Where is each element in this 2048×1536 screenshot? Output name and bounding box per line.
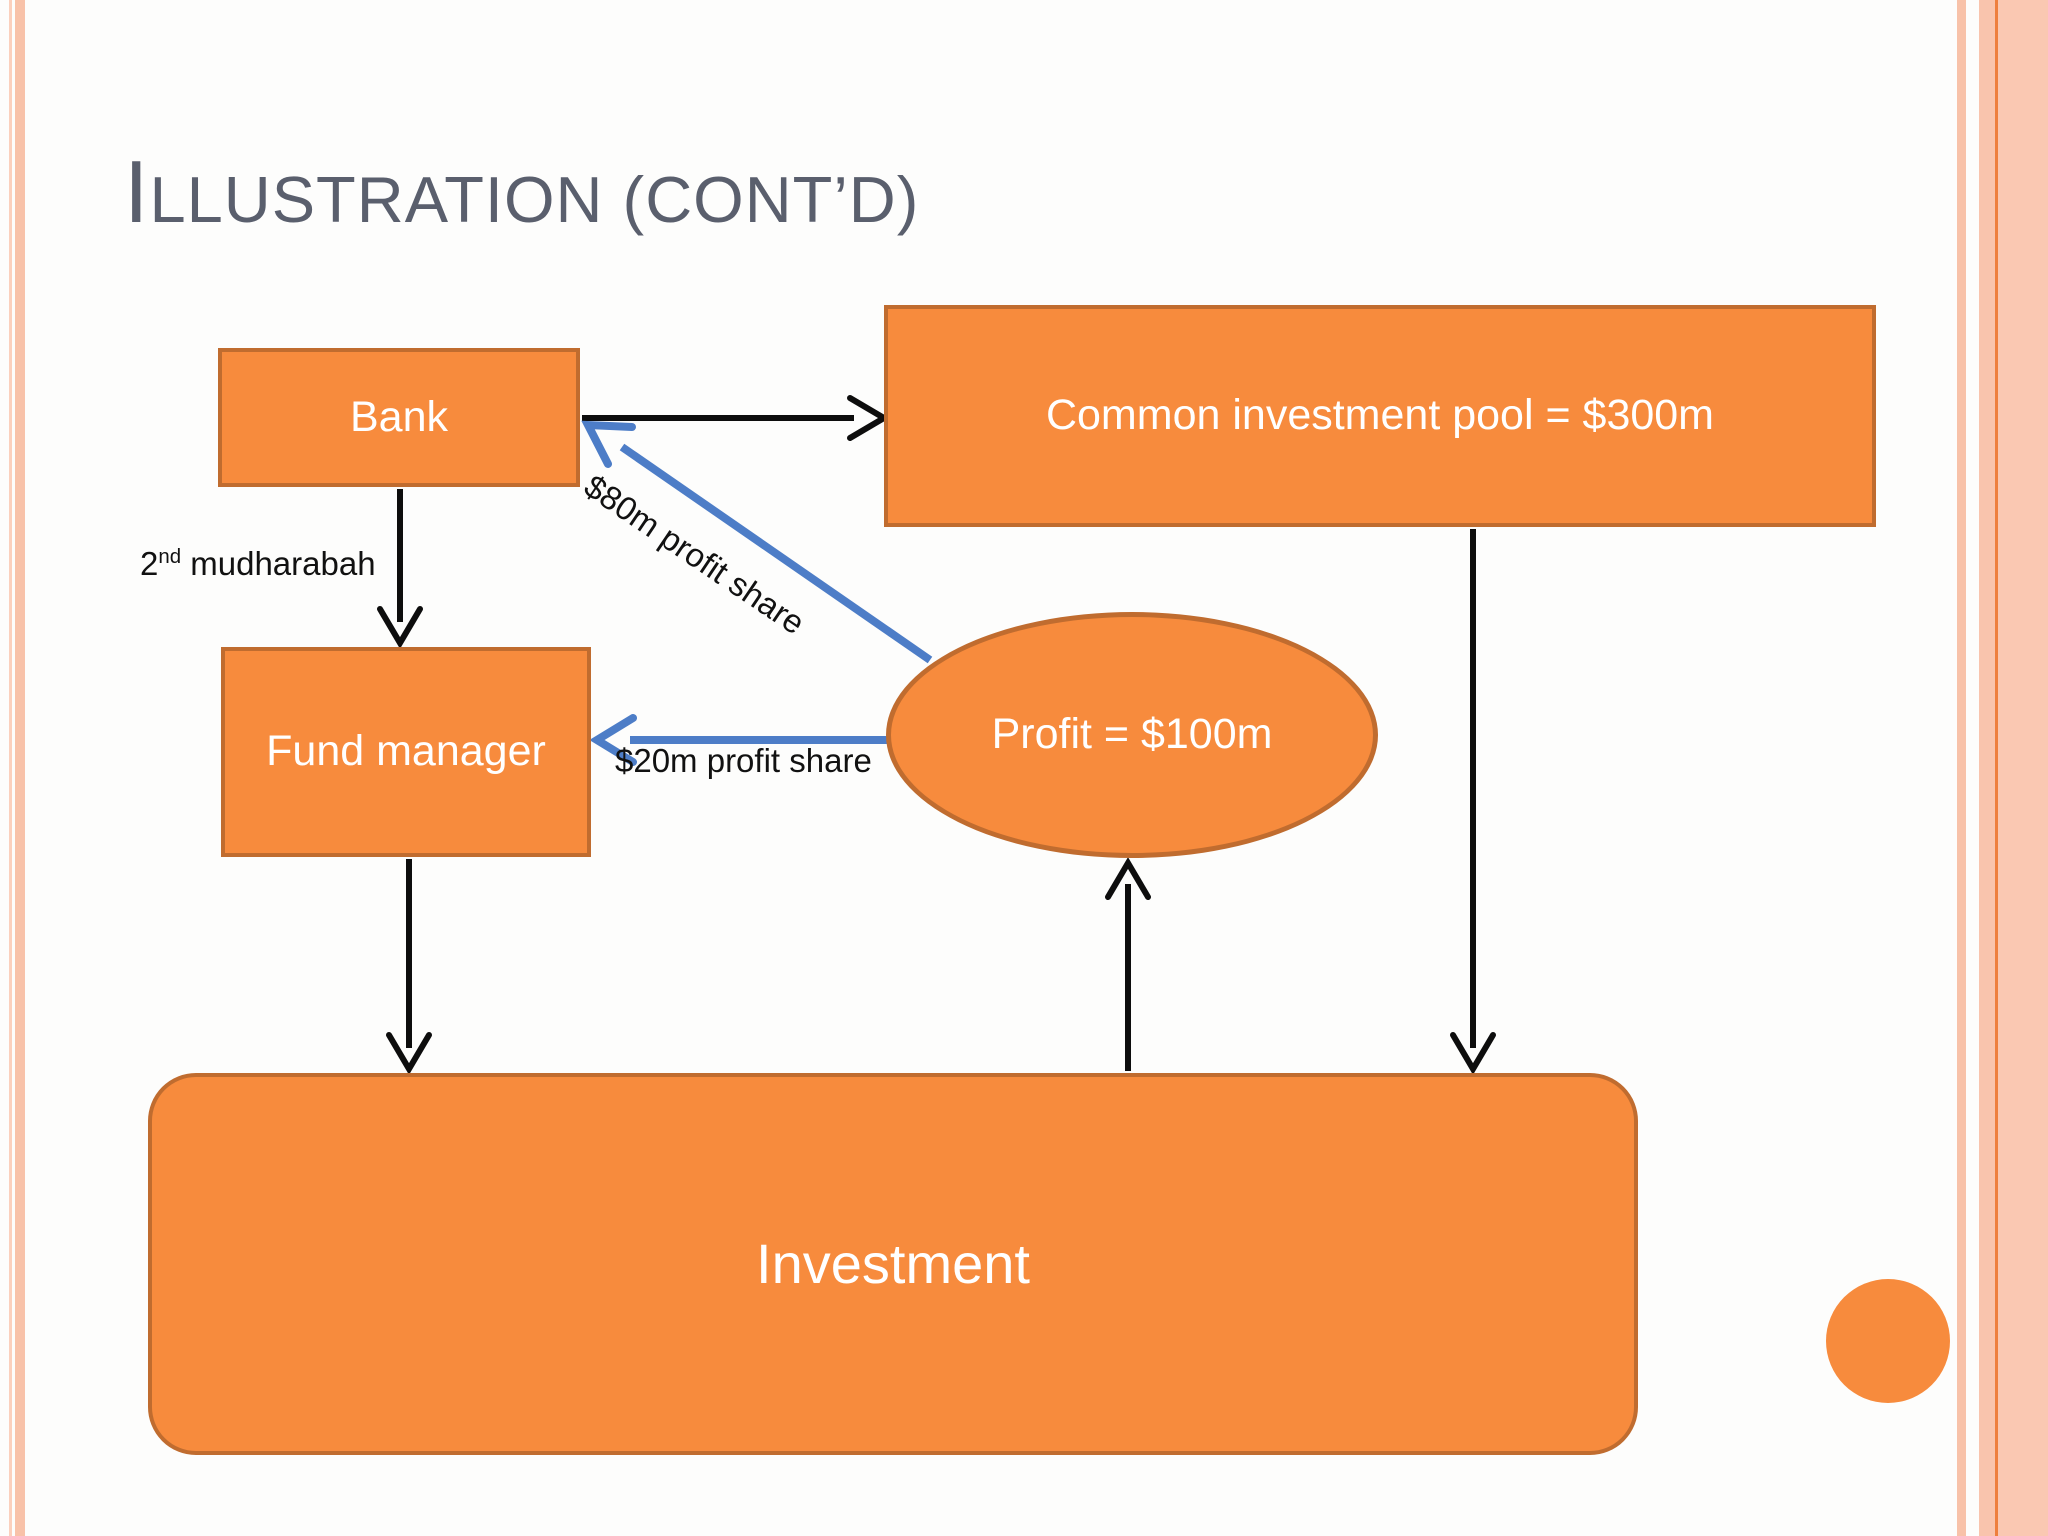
arrowhead-bank-to-pool — [847, 395, 890, 441]
page-title: ILLUSTRATION (CONT’D) — [124, 148, 919, 236]
decorative-orange-circle — [1826, 1279, 1950, 1403]
investment-pool-node-label: Common investment pool = $300m — [1045, 391, 1715, 440]
mudharabah-edge-label: 2nd mudharabah — [140, 545, 376, 582]
frame-stripe-left-thick — [15, 0, 25, 1536]
frame-stripe-right-accent-line — [1995, 0, 1998, 1536]
mudharabah-text: mudharabah — [181, 545, 376, 582]
profit-share-20m-label: $20m profit share — [615, 742, 872, 779]
bank-node: Bank — [218, 348, 580, 487]
arrowhead-profit-to-bank — [581, 420, 636, 468]
mudharabah-ordinal-suffix: nd — [158, 545, 182, 568]
bank-node-label: Bank — [349, 392, 448, 441]
frame-stripe-right-outer-band — [1998, 0, 2048, 1536]
mudharabah-prefix: 2 — [140, 545, 159, 582]
arrowhead-pool-to-investment — [1450, 1032, 1496, 1075]
page-title-rest: LLUSTRATION (CONT’D) — [149, 163, 920, 236]
investment-pool-node: Common investment pool = $300m — [884, 305, 1876, 527]
fund-manager-node: Fund manager — [221, 647, 591, 857]
investment-node: Investment — [148, 1073, 1638, 1455]
page-title-initial: I — [124, 142, 150, 241]
investment-node-label: Investment — [756, 1231, 1030, 1295]
frame-stripe-left-thin — [9, 0, 12, 1536]
arrowhead-fund-to-investment — [386, 1032, 432, 1075]
arrow-profit-to-bank — [619, 443, 933, 664]
frame-stripe-right-band — [1979, 0, 1995, 1536]
frame-stripe-right-thin — [1957, 0, 1966, 1536]
arrowhead-investment-to-profit — [1105, 857, 1151, 900]
arrowhead-bank-to-fund — [377, 606, 423, 649]
fund-manager-node-label: Fund manager — [266, 727, 546, 776]
profit-ellipse-node: Profit = $100m — [886, 612, 1378, 858]
arrowhead-profit-to-fund — [589, 714, 637, 766]
profit-ellipse-node-label: Profit = $100m — [991, 710, 1273, 759]
